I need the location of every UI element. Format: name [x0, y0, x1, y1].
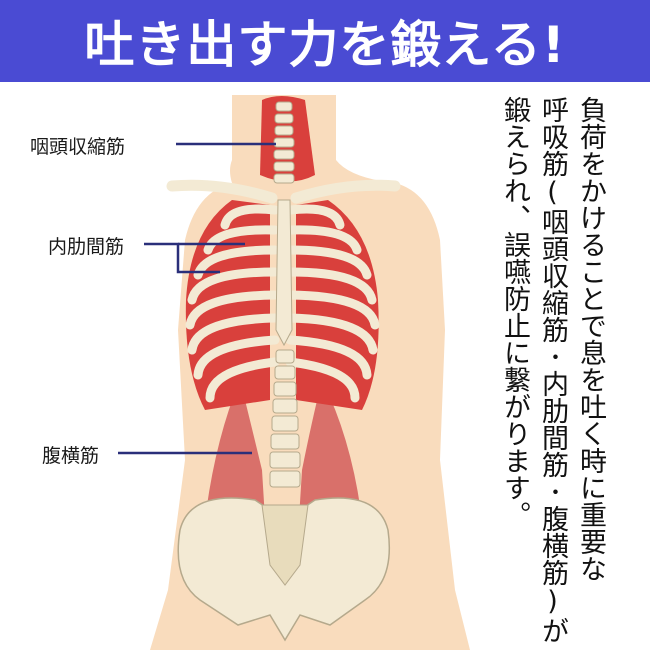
- anatomy-illustration: [118, 95, 470, 650]
- spine: [269, 101, 301, 488]
- description-col1: 負荷をかけることで息を吐く時に重要な: [575, 96, 606, 582]
- leader-lines: [118, 142, 276, 455]
- clavicle-left: [166, 179, 278, 204]
- label-intercostal: 内肋間筋: [48, 236, 125, 258]
- label-pharyngeal: 咽頭収縮筋: [30, 136, 126, 158]
- clavicle-right: [290, 179, 401, 204]
- page-title: 吐き出す力を鍛える!: [84, 16, 566, 74]
- sternum: [275, 199, 293, 347]
- label-abdominis: 腹横筋: [42, 445, 100, 467]
- description-col2: 呼吸筋(咽頭収縮筋･内肋間筋･腹横筋)が: [537, 96, 568, 644]
- ribs: [185, 204, 380, 403]
- description-col3: 鍛えられ、誤嚥防止に繋がります。: [499, 96, 530, 528]
- sacrum: [261, 504, 309, 586]
- title-banner: 吐き出す力を鍛える!: [0, 0, 650, 82]
